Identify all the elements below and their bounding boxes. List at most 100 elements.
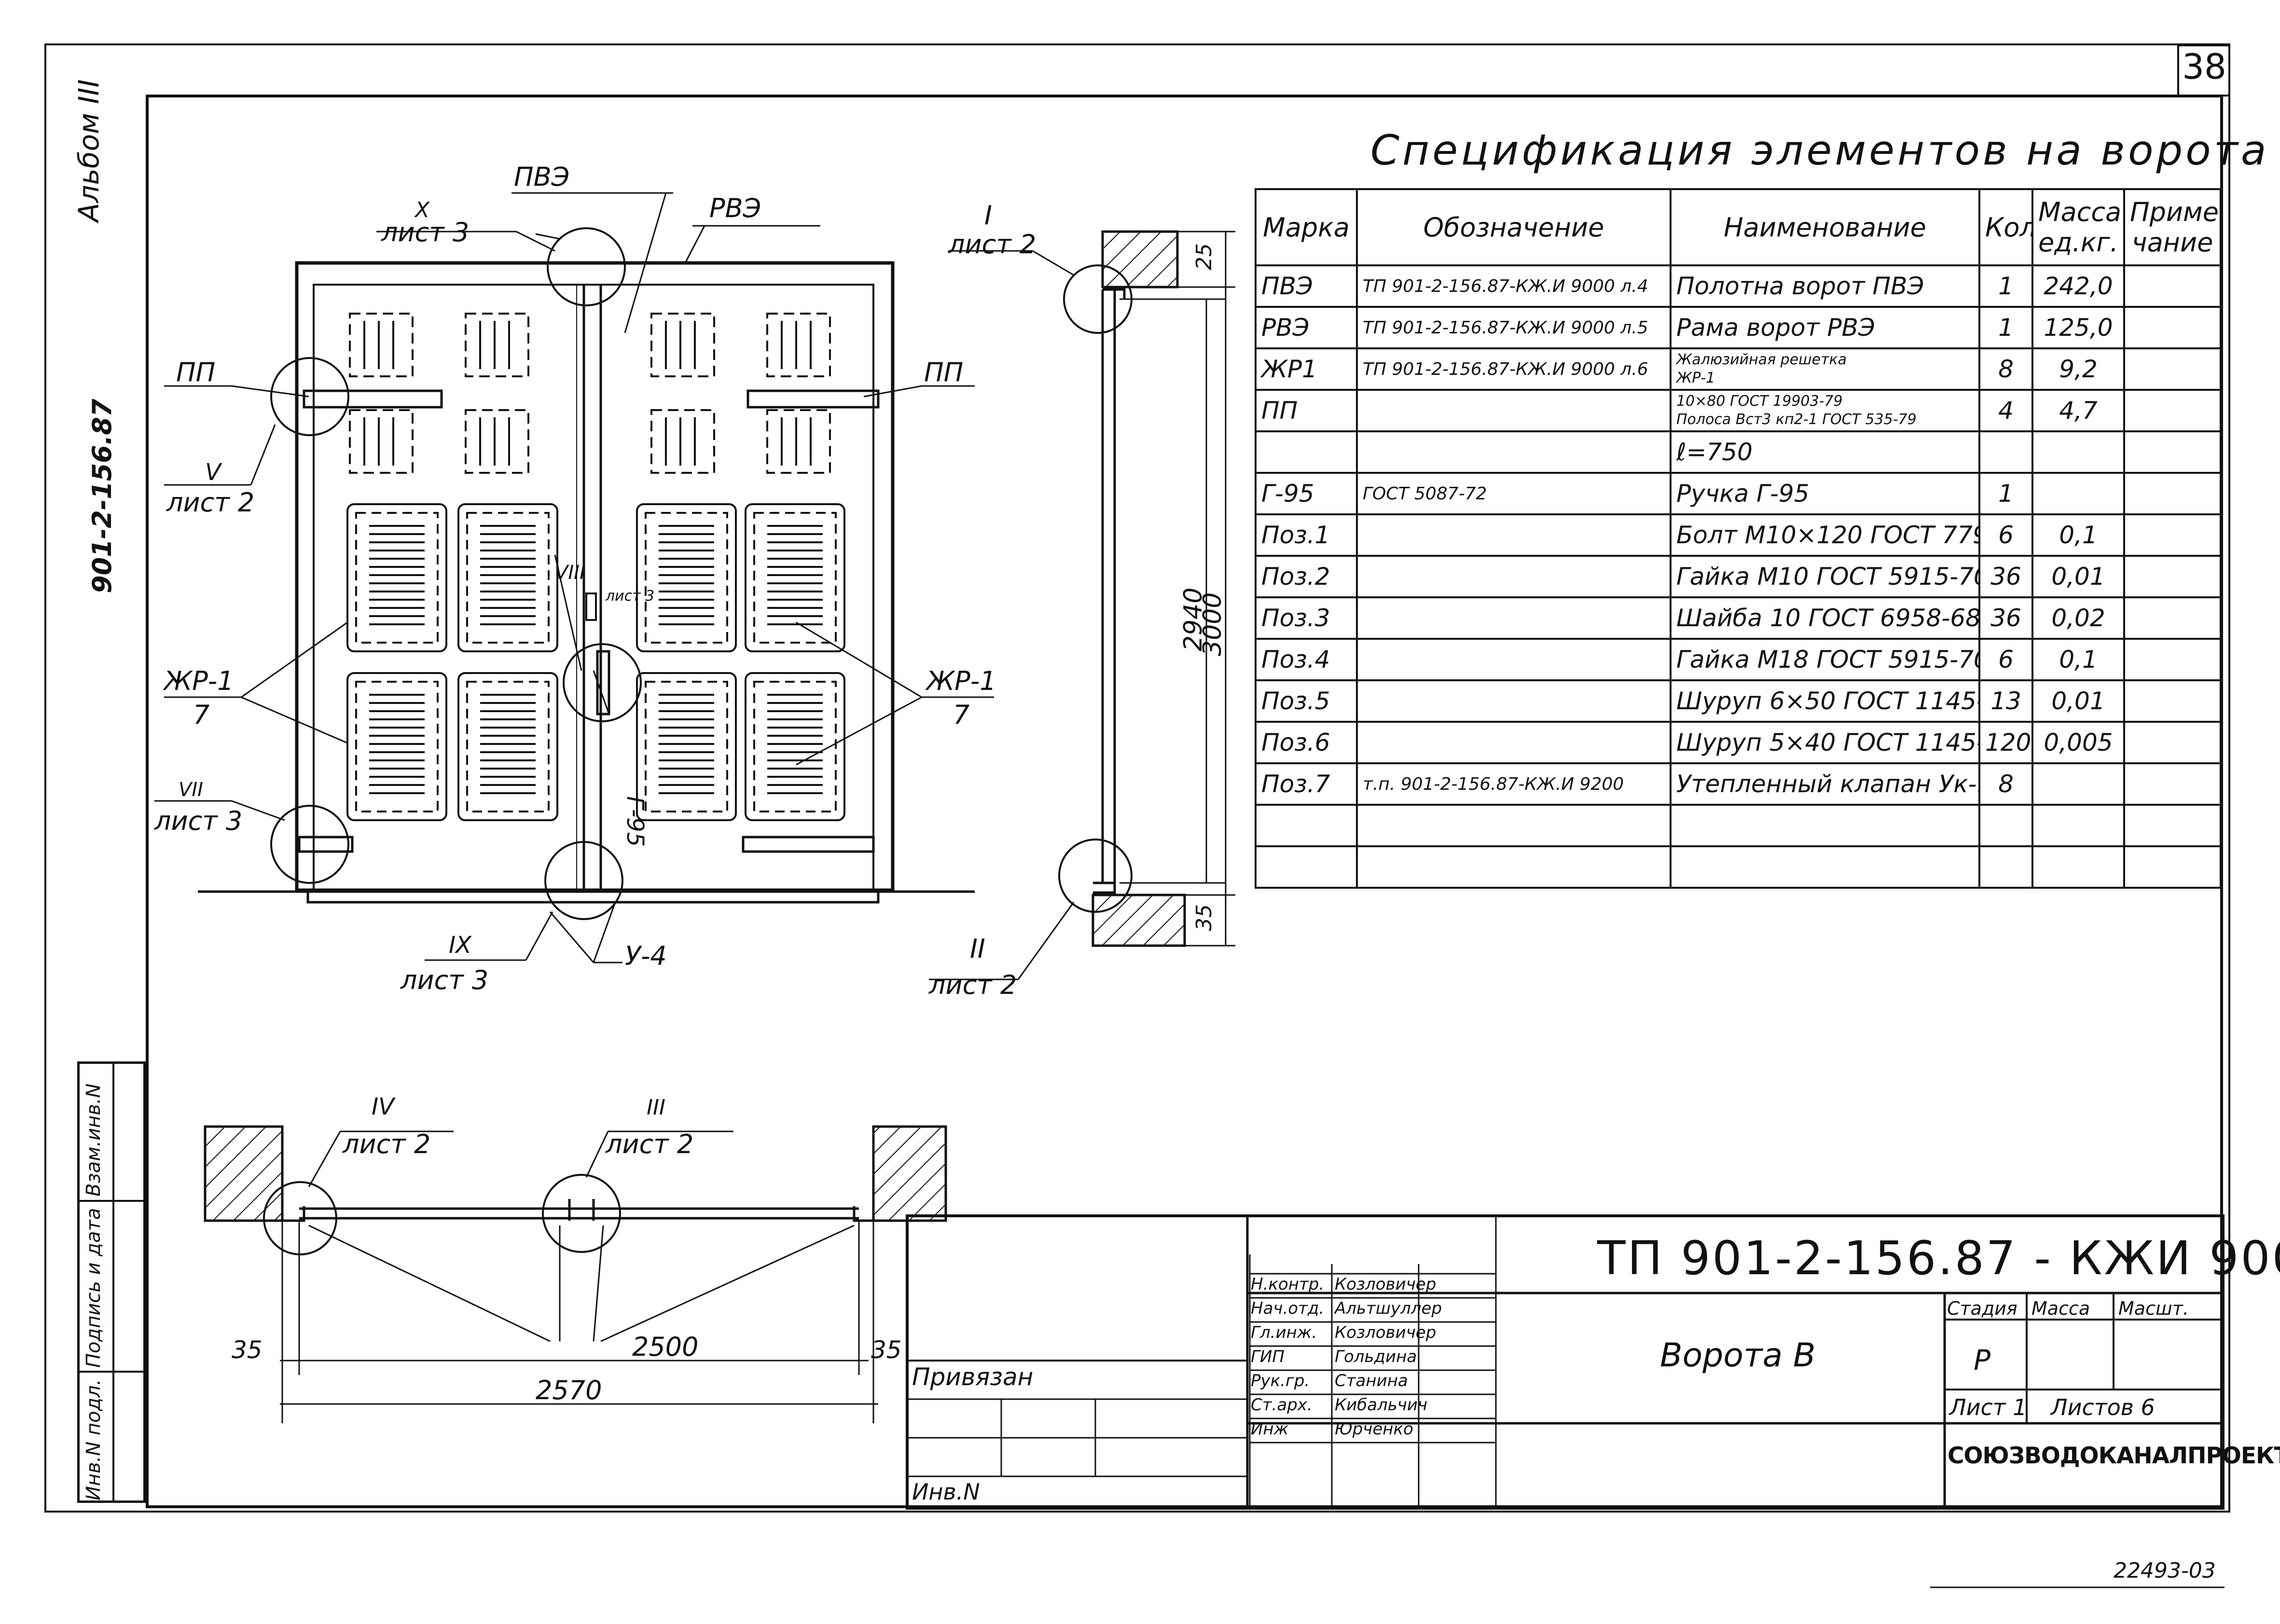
spec-cell-mass: 0,01 [2031, 679, 2125, 723]
plan-dim-right: 35 [871, 1336, 902, 1364]
spec-cell-name: Полотна ворот ПВЭ [1670, 264, 1980, 308]
spec-cell-mark [1255, 845, 1358, 889]
stamp-person-name: Юрченко [1335, 1419, 1413, 1439]
spec-cell-designation [1356, 513, 1672, 557]
outer-frame [44, 43, 2230, 1513]
spec-cell-name: Шуруп 5×40 ГОСТ 1145-70 [1670, 721, 1980, 764]
stamp-role: Нач.отд. [1251, 1299, 1325, 1318]
spec-header-designation: Обозначение [1356, 188, 1672, 266]
spec-cell-designation: ТП 901-2-156.87-КЖ.И 9000 л.5 [1356, 306, 1672, 349]
spec-cell-note [2123, 264, 2222, 308]
spec-cell-mark: ПП [1255, 389, 1358, 432]
louvre-grille [745, 503, 845, 652]
spec-cell-mass: 0,01 [2031, 555, 2125, 598]
spec-name-line1: Жалюзийная решетка [1676, 351, 1847, 368]
louvre-grille-inner [753, 512, 837, 644]
spec-cell-mass [2031, 804, 2125, 847]
section-dim-inner: 2940 [1179, 588, 1208, 651]
callout-x-sheet: лист 3 [381, 217, 469, 248]
louvre-grille-inner [355, 681, 439, 812]
spec-cell-designation [1356, 804, 1672, 847]
spec-cell-name: Шуруп 6×50 ГОСТ 1145-70 [1670, 679, 1980, 723]
spec-header-name: Наименование [1670, 188, 1980, 266]
spec-name-line1: 10×80 ГОСТ 19903-79 [1676, 393, 1843, 410]
spec-cell-qty: 8 [1978, 762, 2033, 806]
spec-cell-mark: Поз.6 [1255, 721, 1358, 764]
sheet-number: 38 [2182, 46, 2226, 87]
spec-cell-mass: 242,0 [2031, 264, 2125, 308]
spec-cell-designation: ГОСТ 5087-72 [1356, 472, 1672, 515]
louvre-grille-inner [645, 681, 728, 812]
spec-cell-name: Рама ворот РВЭ [1670, 306, 1980, 349]
spec-table: Марка Обозначение Наименование Кол. Масс… [1255, 188, 2222, 889]
section-i-sheet: лист 2 [948, 229, 1036, 260]
drawing-labels: ПВЭ РВЭ X лист 3 ПП ПП V лист 2 ЖР-1 7 Ж… [154, 162, 1227, 1405]
stamp-role: Рук.гр. [1251, 1371, 1310, 1390]
stamp-role: Гл.инж. [1251, 1323, 1317, 1342]
spec-cell-note [2123, 638, 2222, 681]
spec-cell-designation [1356, 389, 1672, 432]
spec-cell-note [2123, 721, 2222, 764]
spec-cell-mass: 4,7 [2031, 389, 2125, 432]
label-pve: ПВЭ [514, 162, 569, 192]
spec-cell-designation [1356, 596, 1672, 640]
spec-cell-designation [1356, 845, 1672, 889]
stamp-person-name: Станина [1335, 1371, 1408, 1390]
plan-iv-sheet: лист 2 [342, 1129, 430, 1159]
louvre-grille [346, 672, 447, 821]
section-dim-top: 25 [1192, 243, 1216, 270]
spec-cell-qty: 4 [1978, 389, 2033, 432]
spec-cell-note [2123, 347, 2222, 391]
stamp-inv-n: Инв.N [912, 1479, 980, 1505]
spec-cell-name: Шайба 10 ГОСТ 6958-68 [1670, 596, 1980, 640]
louvre-grille [457, 672, 558, 821]
louvre-grille-inner [355, 512, 439, 644]
stamp-organization: СОЮЗВОДОКАНАЛПРОЕКТ [1948, 1443, 2280, 1469]
louvre-grille [745, 672, 845, 821]
spec-cell-name: Утепленный клапан Ук-1 [1670, 762, 1980, 806]
plan-dim-clear: 2500 [632, 1332, 698, 1362]
spec-cell-mark [1255, 430, 1358, 474]
louvre-grille-inner [753, 681, 837, 812]
callout-vii-num: VII [179, 779, 203, 801]
spec-cell-name: ℓ=750 [1670, 430, 1980, 474]
label-rve: РВЭ [709, 193, 761, 223]
spec-cell-mass [2031, 430, 2125, 474]
stamp-role: Инж [1251, 1419, 1289, 1439]
spec-name-line2: Полоса Вст3 кп2-1 ГОСТ 535-79 [1676, 411, 1917, 428]
side-strip: Взам.инв.N Подпись и дата Инв.N подл. [77, 1061, 146, 1503]
plan-iv-num: IV [372, 1093, 396, 1120]
callout-ix-sheet: лист 3 [400, 965, 488, 995]
section-ii-num: II [970, 934, 985, 964]
spec-cell-designation [1356, 430, 1672, 474]
plan-iii-num: III [647, 1095, 665, 1120]
spec-cell-qty: 1 [1978, 264, 2033, 308]
stamp-person-name: Кибальчич [1335, 1395, 1428, 1415]
spec-cell-note [2123, 555, 2222, 598]
stamp-person-name: Гольдина [1335, 1347, 1417, 1366]
spec-cell-mark: ЖР1 [1255, 347, 1358, 391]
spec-cell-mass: 0,02 [2031, 596, 2125, 640]
spec-header-note: Приме-чание [2123, 188, 2222, 266]
louvre-grille [636, 672, 737, 821]
callout-vii-sheet: лист 3 [154, 806, 242, 836]
plan-dim-total: 2570 [536, 1375, 602, 1405]
spec-cell-name: Гайка М18 ГОСТ 5915-70 [1670, 638, 1980, 681]
spec-cell-name [1670, 804, 1980, 847]
spec-cell-note [2123, 762, 2222, 806]
spec-cell-note [2123, 430, 2222, 474]
louvre-grille-inner [466, 681, 550, 812]
spec-cell-designation [1356, 721, 1672, 764]
spec-cell-designation [1356, 679, 1672, 723]
spec-cell-designation [1356, 555, 1672, 598]
spec-cell-mass: 0,1 [2031, 513, 2125, 557]
gate-plan [204, 1125, 947, 1423]
label-handle: Г-95 [622, 796, 649, 847]
